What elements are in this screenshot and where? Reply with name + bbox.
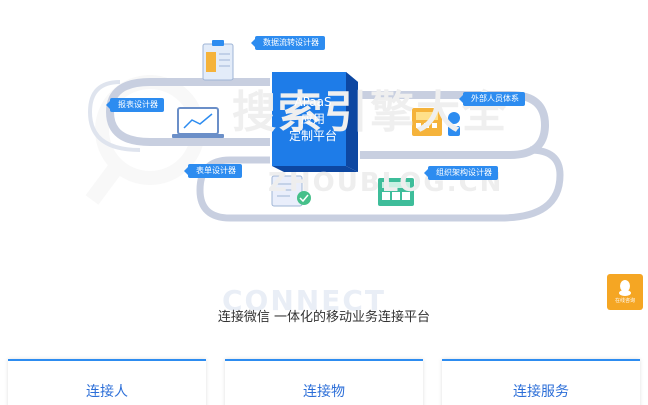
section-ghost-title: CONNECT bbox=[222, 284, 386, 317]
org-chart-icon bbox=[378, 178, 414, 206]
label-report-designer: 报表设计器 bbox=[106, 98, 164, 112]
card-connect-people[interactable]: 连接人 bbox=[8, 359, 206, 405]
building-icon bbox=[412, 108, 460, 136]
card-connect-things-label: 连接物 bbox=[303, 384, 345, 400]
card-connect-people-label: 连接人 bbox=[86, 384, 128, 400]
section-tagline: 连接微信 一体化的移动业务连接平台 bbox=[217, 310, 431, 325]
online-consult-button[interactable]: 在线咨询 bbox=[607, 274, 643, 310]
cube-line-2: 应用 bbox=[300, 112, 325, 126]
laptop-chart-icon bbox=[172, 107, 224, 138]
online-consult-label: 在线咨询 bbox=[614, 298, 635, 304]
apaas-cube bbox=[272, 72, 358, 172]
cube-line-3: 定制平台 bbox=[288, 129, 337, 143]
cube-title: APaaS 应用 定制平台 bbox=[272, 72, 354, 164]
card-connect-things[interactable]: 连接物 bbox=[225, 359, 423, 405]
label-data-flow-designer: 数据流转设计器 bbox=[251, 36, 325, 50]
label-org-designer: 组织架构设计器 bbox=[424, 166, 498, 180]
card-connect-services-label: 连接服务 bbox=[513, 384, 569, 400]
cube-line-1: APaaS bbox=[294, 95, 332, 109]
form-document-icon bbox=[271, 175, 311, 207]
label-form-designer: 表单设计器 bbox=[184, 164, 242, 178]
clipboard-icon bbox=[202, 40, 234, 81]
card-connect-services[interactable]: 连接服务 bbox=[442, 359, 640, 405]
qq-penguin-icon bbox=[619, 280, 631, 296]
label-external-personnel: 外部人员体系 bbox=[459, 92, 525, 106]
